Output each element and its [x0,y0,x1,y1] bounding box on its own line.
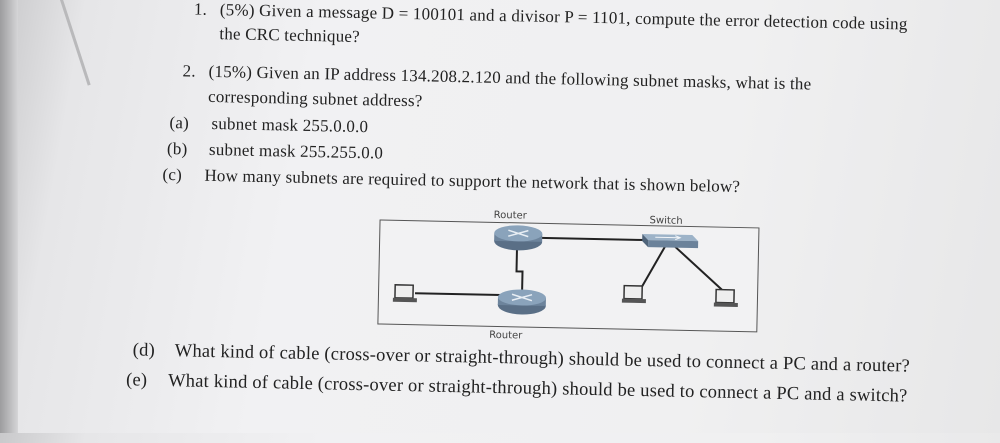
pc1-router-link [415,292,502,297]
pc-icon-left [392,284,417,303]
question-1-text-cont: the CRC technique? [219,24,361,47]
router-top-label: Router [493,209,527,222]
question-2-line-2: corresponding subnet address? [208,87,423,111]
router-top-icon [494,225,543,251]
part-a: (a) subnet mask 255.0.0.0 [169,113,368,137]
part-e: (e) What kind of cable (cross-over or str… [126,370,908,407]
router-switch-link [540,236,646,242]
router-bottom-icon [497,289,546,315]
question-1-line-2: the CRC technique? [219,24,360,47]
part-b: (b) subnet mask 255.255.0.0 [167,139,383,164]
part-a-label: (a) [169,113,190,133]
part-d-label: (d) [132,340,156,361]
switch-pc3-link [674,245,725,293]
pc-icon-middle [621,284,646,304]
part-e-text: What kind of cable (cross-over or straig… [167,371,908,407]
pc-icon-right [713,288,738,308]
network-diagram [377,219,760,333]
part-c-label: (c) [162,164,183,185]
part-b-text: subnet mask 255.255.0.0 [208,139,384,163]
part-a-text: subnet mask 255.0.0.0 [211,113,369,137]
page-left-edge [0,0,18,433]
part-d-text: What kind of cable (cross-over or straig… [174,341,911,377]
network-diagram-svg [392,225,738,315]
part-c: (c) How many subnets are required to supp… [162,165,740,197]
part-b-label: (b) [166,139,188,159]
part-e-label: (e) [125,370,148,391]
question-2-number: 2. [182,61,196,81]
router-router-link [515,247,524,296]
switch-pc2-link [640,245,666,289]
question-2-text-cont: corresponding subnet address? [207,86,423,111]
question-1-number: 1. [193,0,208,19]
part-c-text: How many subnets are required to support… [204,165,741,197]
switch-icon [642,233,699,249]
router-bottom-label: Router [489,329,523,342]
